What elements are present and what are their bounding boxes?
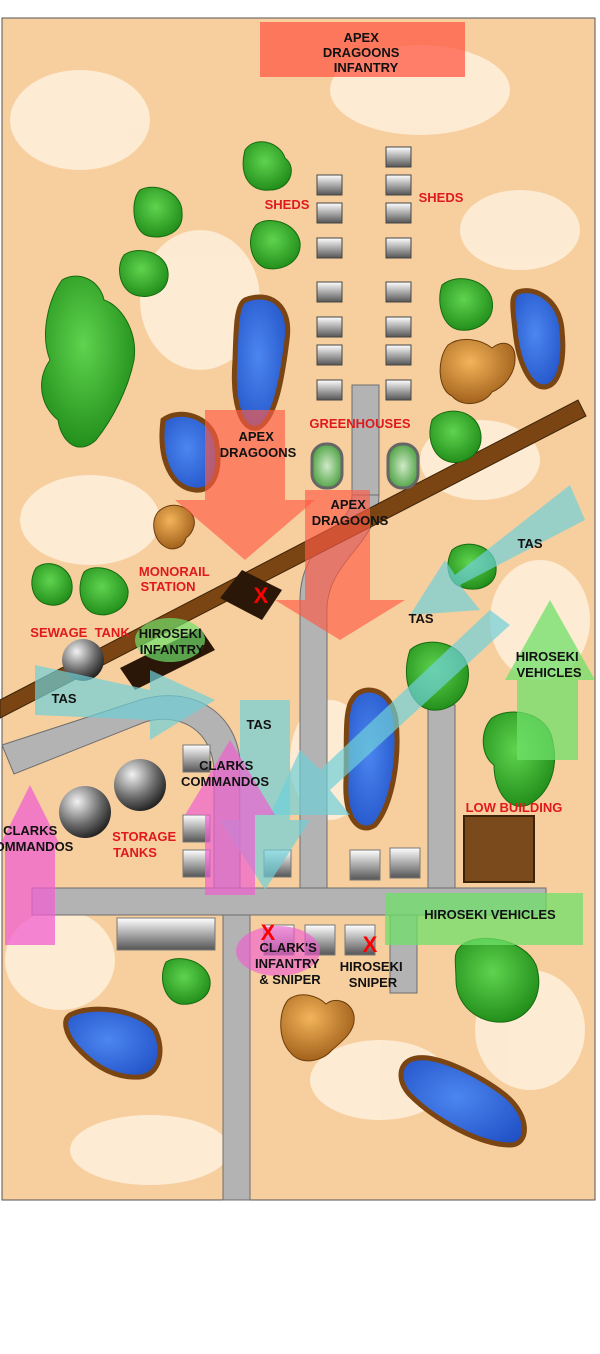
label-hiroseki-infantry: HIROSEKI INFANTRY — [139, 626, 205, 657]
apex-arrow-2 — [275, 490, 405, 640]
clarks-arrow-2 — [0, 785, 60, 945]
label-clarks-infantry: CLARK'S INFANTRY & SNIPER — [255, 940, 323, 987]
clarks-arrow-1 — [185, 740, 275, 895]
label-sewage-tank: SEWAGE TANK — [30, 625, 130, 640]
label-clarks-commandos-2: CLARKS OMMANDOS — [0, 823, 74, 854]
marker-hiroseki: X — [363, 932, 378, 957]
label-apex-dragoons-2: APEX DRAGOONS — [312, 497, 389, 528]
marker-station: X — [254, 583, 269, 608]
sheds-right — [385, 146, 412, 401]
label-greenhouses: GREENHOUSES — [309, 416, 410, 431]
force-arrows — [0, 22, 595, 976]
monorail-station — [220, 570, 282, 620]
label-tas-2: TAS — [408, 611, 433, 626]
label-apex-dragoons-1: APEX DRAGOONS — [220, 429, 297, 460]
labels: APEX DRAGOONS INFANTRY SHEDS SHEDS APEX … — [0, 30, 582, 990]
greenhouses — [310, 442, 420, 490]
hiroseki-vehicles-zone — [385, 893, 583, 945]
road-north — [351, 384, 380, 496]
pool-5 — [63, 1006, 163, 1080]
sewage-tank — [62, 639, 104, 681]
clarks-infantry-zone — [236, 926, 320, 976]
hiroseki-infantry-zone — [135, 618, 205, 662]
label-hiroseki-vehicles-2: HIROSEKI VEHICLES — [424, 907, 556, 922]
label-clarks-commandos-1: CLARKS COMMANDOS — [181, 758, 269, 789]
pool-3 — [510, 288, 566, 390]
tas-arrow-3 — [35, 665, 215, 740]
label-apex-infantry: APEX DRAGOONS INFANTRY — [323, 30, 403, 75]
label-hiroseki-vehicles-1: HIROSEKI VEHICLES — [516, 649, 582, 680]
road-east-spur — [427, 704, 456, 889]
storage-tank-2 — [59, 786, 111, 838]
marker-clarks: X — [261, 920, 276, 945]
label-hiroseki-sniper: HIROSEKI SNIPER — [340, 959, 406, 990]
storage-tank-1 — [114, 759, 166, 811]
rocks — [153, 338, 516, 1062]
label-sheds-left: SHEDS — [265, 197, 310, 212]
tas-arrow-2 — [270, 610, 510, 815]
low-building — [463, 815, 535, 883]
apex-infantry-zone — [260, 22, 465, 77]
label-sheds-right: SHEDS — [419, 190, 464, 205]
sheds-left — [316, 174, 343, 401]
label-tas-1: TAS — [517, 536, 542, 551]
label-low-building: LOW BUILDING — [466, 800, 563, 815]
pool-6 — [398, 1055, 527, 1148]
label-tas-3: TAS — [51, 691, 76, 706]
hiroseki-arrow-1 — [505, 600, 595, 760]
label-storage-tanks: STORAGE TANKS — [112, 829, 180, 860]
tas-arrow-1 — [410, 485, 585, 615]
label-tas-4: TAS — [246, 717, 271, 732]
apex-arrow-1 — [175, 410, 315, 560]
label-monorail-station: MONORAIL STATION — [139, 564, 213, 594]
